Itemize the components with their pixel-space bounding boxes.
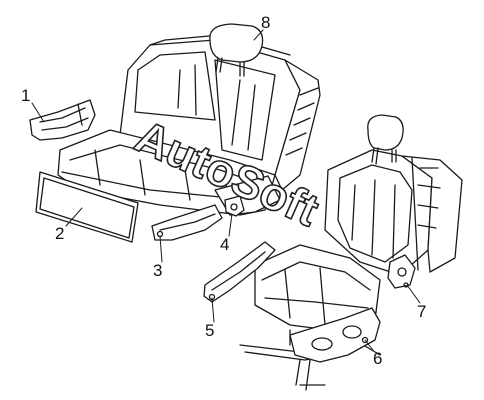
front-seat-side-cover: [203, 241, 276, 303]
leader-1: [31, 102, 45, 123]
callout-2: 2: [55, 224, 64, 243]
callout-8: 8: [261, 13, 270, 32]
recliner-cover: [387, 254, 416, 289]
rear-seat-side-trim: [29, 99, 96, 141]
leader-8: [253, 29, 264, 41]
front-seat: [239, 114, 463, 391]
leader-7: [406, 284, 421, 304]
rear-cushion-panel: [35, 171, 139, 243]
callout-5: 5: [205, 321, 214, 340]
lower-side-trim: [151, 204, 223, 241]
callout-6: 6: [373, 349, 382, 368]
callout-3: 3: [153, 261, 162, 280]
leader-4: [228, 213, 233, 237]
callout-1: 1: [21, 86, 30, 105]
leader-2: [65, 207, 83, 227]
callout-labels: 1 2 3 4 5 6 7 8: [21, 13, 426, 368]
headrest: [209, 23, 264, 77]
leader-3: [159, 235, 163, 263]
bracket-clip: [224, 195, 245, 217]
seat-frame-trim: [289, 307, 381, 363]
callout-7: 7: [417, 302, 426, 321]
callout-4: 4: [220, 235, 229, 254]
leader-5: [211, 297, 215, 323]
leader-6: [364, 339, 374, 351]
callout-leaders: [31, 29, 421, 351]
